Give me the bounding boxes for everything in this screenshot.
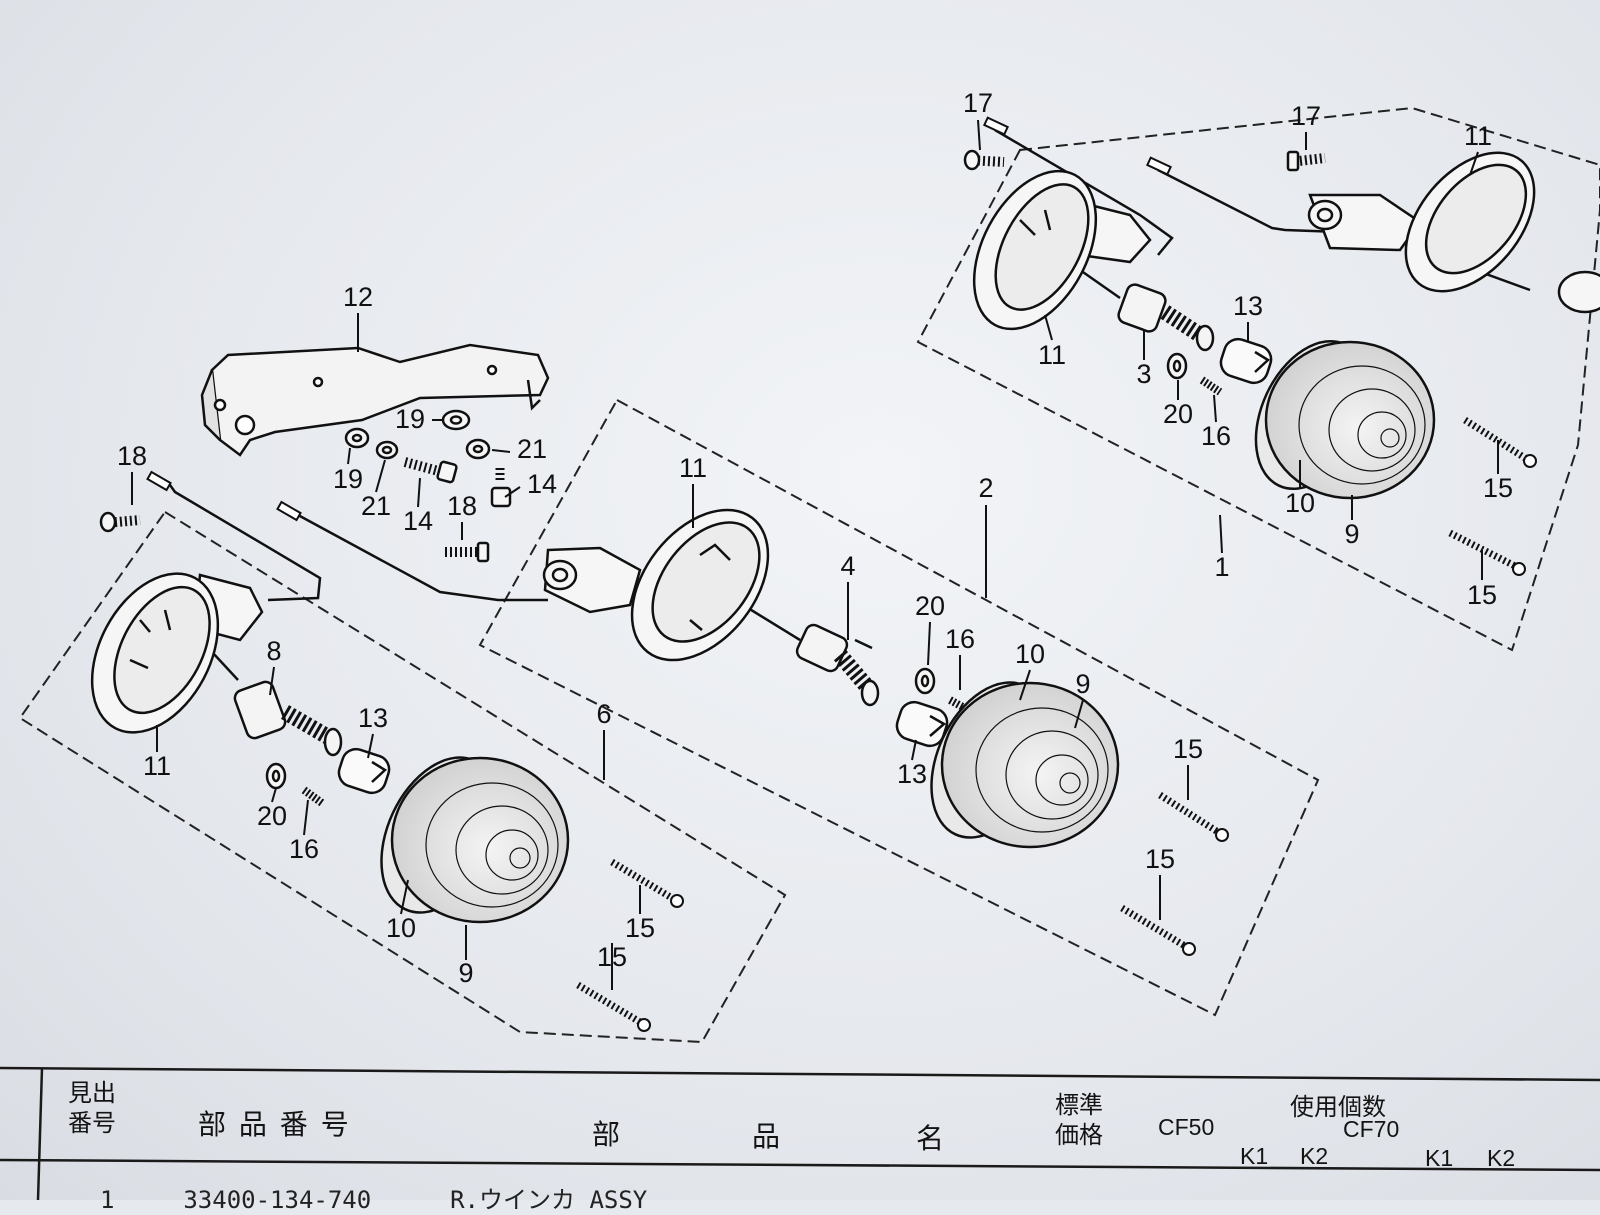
lens-9-left: [380, 756, 570, 924]
assembly-2-boundary: [478, 398, 1320, 1017]
callout-c15e: 15: [625, 913, 655, 943]
callout-c14b: 14: [527, 469, 557, 499]
header-cf50-k2: K2: [1300, 1143, 1329, 1169]
callout-c10b: 10: [1015, 639, 1045, 669]
callout-c11a: 11: [1464, 121, 1492, 151]
table-row: 1 33400-134-740 R.ウインカ ASSY: [100, 1180, 647, 1215]
callout-c21a: 21: [517, 434, 547, 464]
callout-c3: 3: [1136, 359, 1151, 389]
housing-11-upper-right-a: [972, 169, 1152, 331]
callout-c15f: 15: [597, 942, 627, 972]
callout-c17a: 17: [963, 88, 993, 118]
bulb-13-upper: [1219, 337, 1273, 385]
sockets: [233, 283, 1215, 757]
callout-c10a: 10: [1285, 488, 1315, 518]
header-standard-price: 標準 価格: [1055, 1091, 1103, 1149]
header-cf50-k1: K1: [1240, 1143, 1269, 1169]
callout-c11d: 11: [143, 751, 171, 781]
row-part-name: R.ウインカ ASSY: [450, 1186, 648, 1214]
callout-c15b: 15: [1467, 580, 1497, 610]
housing-11-upper-right-b: [1307, 151, 1600, 314]
callout-c13b: 13: [897, 759, 927, 789]
callout-c2: 2: [978, 473, 993, 503]
socket-8: [233, 680, 343, 757]
housing-11-left: [90, 572, 264, 734]
callout-c18b: 18: [447, 491, 477, 521]
callout-c19a: 19: [395, 404, 425, 434]
callout-c1: 1: [1214, 552, 1229, 582]
assembly-6-boundary: [18, 510, 787, 1044]
header-part-number: 部 品 番 号: [198, 1108, 351, 1141]
header-ref-no: 見出 番号: [68, 1079, 116, 1137]
callout-c13a: 13: [1233, 291, 1263, 321]
callout-c18a: 18: [117, 441, 147, 471]
header-model-cf70: CF70: [1343, 1116, 1400, 1142]
header-part-name-char2: 品: [752, 1120, 783, 1153]
callout-c9a: 9: [1344, 519, 1359, 549]
callout-c15d: 15: [1145, 844, 1175, 874]
socket-3: [1117, 283, 1215, 352]
row-ref: 1: [100, 1186, 115, 1214]
callout-c12: 12: [343, 282, 373, 312]
header-part-name-char1: 部: [592, 1118, 623, 1151]
header-part-name-char3: 名: [916, 1122, 947, 1155]
callout-c16b: 16: [945, 624, 975, 654]
callout-c20b: 20: [915, 591, 945, 621]
callout-c16c: 16: [289, 834, 319, 864]
bracket-12: [200, 343, 550, 457]
callout-c16a: 16: [1201, 421, 1231, 451]
socket-4: [795, 623, 880, 707]
callout-c11b: 11: [1038, 340, 1066, 370]
callout-c8: 8: [266, 636, 281, 666]
header-quantity-used: 使用個数: [1290, 1093, 1386, 1121]
callout-c14a: 14: [403, 506, 433, 536]
callout-c15a: 15: [1483, 473, 1513, 503]
callout-c11c: 11: [679, 453, 707, 483]
housings: [90, 151, 1600, 734]
lens-9-upper: [1254, 339, 1436, 500]
callout-c9b: 9: [1075, 669, 1090, 699]
header-model-cf50: CF50: [1158, 1114, 1215, 1140]
lens-9-center: [930, 681, 1120, 849]
row-part-number: 33400-134-740: [183, 1186, 372, 1214]
lenses: [380, 339, 1436, 924]
callout-c4: 4: [840, 551, 855, 581]
callout-c19b: 19: [333, 464, 363, 494]
leader-lines: [131, 119, 1499, 990]
housing-11-center: [542, 508, 770, 662]
callout-c13c: 13: [358, 703, 388, 733]
lens-screws-15: [576, 417, 1527, 1026]
callout-c15c: 15: [1173, 734, 1203, 764]
callout-c6: 6: [596, 699, 611, 729]
callout-c17b: 17: [1291, 101, 1321, 131]
header-cf70-k1: K1: [1425, 1145, 1454, 1171]
assembly-1-boundary: [916, 106, 1600, 652]
callout-c21b: 21: [361, 491, 391, 521]
bracket-hardware: [99, 149, 1326, 563]
callout-c20a: 20: [1163, 399, 1193, 429]
callout-c10c: 10: [386, 913, 416, 943]
callout-c9c: 9: [458, 958, 473, 988]
callout-c20c: 20: [257, 801, 287, 831]
header-cf70-k2: K2: [1487, 1145, 1516, 1171]
